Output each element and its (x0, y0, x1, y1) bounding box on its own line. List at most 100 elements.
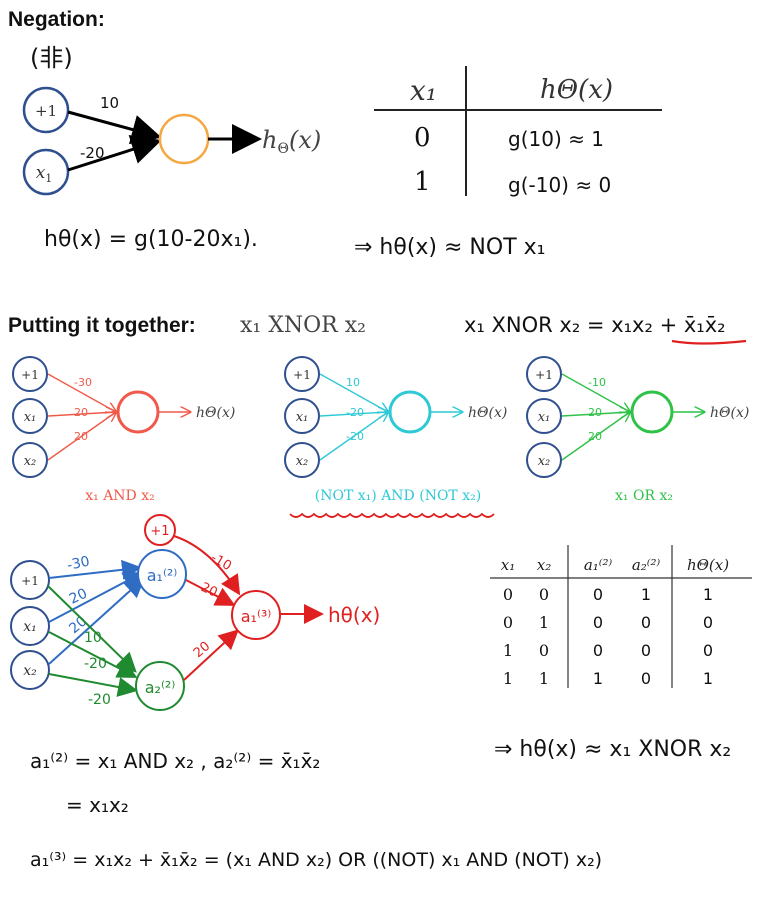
xnor-x2-node (10, 650, 50, 690)
net0-input-node-2 (12, 442, 48, 478)
tt-cell-3-2: 1 (593, 669, 603, 688)
net0-edge-2 (47, 412, 116, 461)
negation-conclusion: ⇒ hθ(x) ≈ NOT x₁ (354, 235, 545, 260)
net0-weight-0: -30 (74, 376, 92, 389)
xnor-network: +1 x₁ x₂ -30 20 20 10 -20 -20 a₁⁽²⁾ a₂⁽²… (10, 514, 380, 711)
net1-input-node-2 (284, 442, 320, 478)
tt-cell-3-4: 1 (703, 669, 713, 688)
negation-formula: hθ(x) = g(10-20x₁). (44, 227, 258, 252)
tt-cell-1-0: 0 (503, 613, 513, 632)
caption-underline (289, 512, 495, 518)
xnor-x1-node (10, 606, 50, 646)
net1-weight-2: -20 (346, 430, 364, 443)
red-edge-a1 (185, 579, 236, 606)
net1-input-label-0: +1 (293, 368, 311, 382)
green-edge-x1 (48, 631, 138, 678)
net1-edge-0 (319, 373, 388, 412)
tt-cell-0-4: 1 (703, 585, 713, 604)
tt-cell-2-1: 0 (539, 641, 549, 660)
bias-node-label: +1 (35, 102, 57, 120)
red-weight-3: 20 (191, 639, 213, 661)
tt-cell-3-1: 1 (539, 669, 549, 688)
a3-label: a₁⁽³⁾ (241, 607, 272, 626)
net2-weight-0: -10 (588, 376, 606, 389)
blue-weight-2: 20 (67, 586, 90, 608)
negation-network: +1 x1 10 -20 hΘ(x) (22, 86, 321, 196)
net1-output-node (388, 390, 432, 434)
net0-input-label-0: +1 (21, 368, 39, 382)
bias-weight: 10 (100, 94, 119, 112)
net0-input-node-0 (12, 356, 48, 392)
red-weight-2: 20 (198, 580, 219, 601)
green-edge-bias (47, 585, 137, 673)
tt-cell-2-4: 0 (703, 641, 713, 660)
neg-table-header-x: x₁ (410, 74, 437, 107)
tt-cell-0-1: 0 (539, 585, 549, 604)
net2-edge-0 (561, 373, 630, 412)
net2-weight-1: 20 (588, 406, 602, 419)
green-weight-2: -20 (84, 656, 107, 672)
bottom-line-1: a₁⁽²⁾ = x₁ AND x₂ , a₂⁽²⁾ = x̄₁x̄₂ (30, 749, 320, 773)
net1-caption: (NOT x₁) AND (NOT x₂) (315, 488, 481, 504)
together-handwritten: x₁ XNOR x₂ = x₁x₂ + x̄₁x̄₂ (464, 313, 726, 337)
a2-node (135, 661, 185, 711)
tt-header-2: a₁⁽²⁾ (584, 556, 613, 574)
bias-edge (67, 110, 162, 145)
tt-cell-1-2: 0 (593, 613, 603, 632)
tt-header-4: hΘ(x) (687, 556, 729, 574)
bottom-line-3: a₁⁽³⁾ = x₁x₂ + x̄₁x̄₂ = (x₁ AND x₂) OR (… (30, 849, 602, 871)
xnor-x2-label: x₂ (23, 663, 37, 679)
net1-output-label: hΘ(x) (468, 405, 507, 421)
net1-input-label-1: x₁ (296, 410, 309, 425)
green-edge-x2 (48, 673, 138, 697)
together-title: Putting it together: (8, 314, 196, 337)
net2-output-node (630, 390, 674, 434)
x1-weight: -20 (80, 144, 105, 162)
net2-caption: x₁ OR x₂ (615, 488, 673, 504)
xnor-x1-label: x₁ (23, 619, 37, 635)
tt-header-1: x₂ (537, 556, 551, 574)
tt-cell-2-2: 0 (593, 641, 603, 660)
tt-cell-1-1: 1 (539, 613, 549, 632)
neg-table-row2-x: 1 (414, 167, 431, 197)
x1-node-label: x1 (36, 163, 53, 185)
net0-caption: x₁ AND x₂ (85, 488, 155, 504)
net0-output-node (116, 390, 160, 434)
x1-edge (67, 134, 162, 172)
net2-input-label-0: +1 (535, 368, 553, 382)
xnor-conclusion: ⇒ hθ(x) ≈ x₁ XNOR x₂ (494, 737, 731, 762)
net0-weight-1: 20 (74, 406, 88, 419)
net1-input-node-1 (284, 398, 320, 434)
net1-edge-2 (319, 412, 388, 461)
net2-edge-2 (561, 412, 630, 461)
bottom-line-2: = x₁x₂ (66, 793, 129, 817)
net2-input-node-1 (526, 398, 562, 434)
net0-input-label-1: x₁ (24, 410, 37, 425)
neg-table-header-h: hΘ(x) (540, 75, 613, 105)
net1-weight-1: -20 (346, 406, 364, 419)
net0-edge-0 (47, 373, 116, 412)
blue-weight-1: -30 (66, 554, 92, 574)
tt-cell-0-0: 0 (503, 585, 513, 604)
blue-edge-x2 (48, 577, 145, 665)
a1-label: a₁⁽²⁾ (147, 566, 178, 585)
x1-node (22, 148, 70, 196)
tt-cell-2-3: 0 (641, 641, 651, 660)
together-expr: x₁ XNOR x₂ (240, 313, 366, 338)
xnor-bias-node (10, 560, 50, 600)
net2-output-label: hΘ(x) (710, 405, 749, 421)
negation-table: x₁ hΘ(x) 0 g(10) ≈ 1 1 g(-10) ≈ 0 (374, 66, 662, 197)
tt-cell-3-0: 1 (503, 669, 513, 688)
net1-edge-1 (319, 412, 388, 416)
bias-node (22, 86, 70, 134)
output-node (158, 113, 210, 165)
net2-weight-2: 20 (588, 430, 602, 443)
xnor-output-label: hθ(x) (328, 603, 380, 627)
negation-subtitle: (非) (30, 44, 73, 72)
tt-cell-2-0: 1 (503, 641, 513, 660)
blue-edge-x1 (48, 572, 144, 623)
